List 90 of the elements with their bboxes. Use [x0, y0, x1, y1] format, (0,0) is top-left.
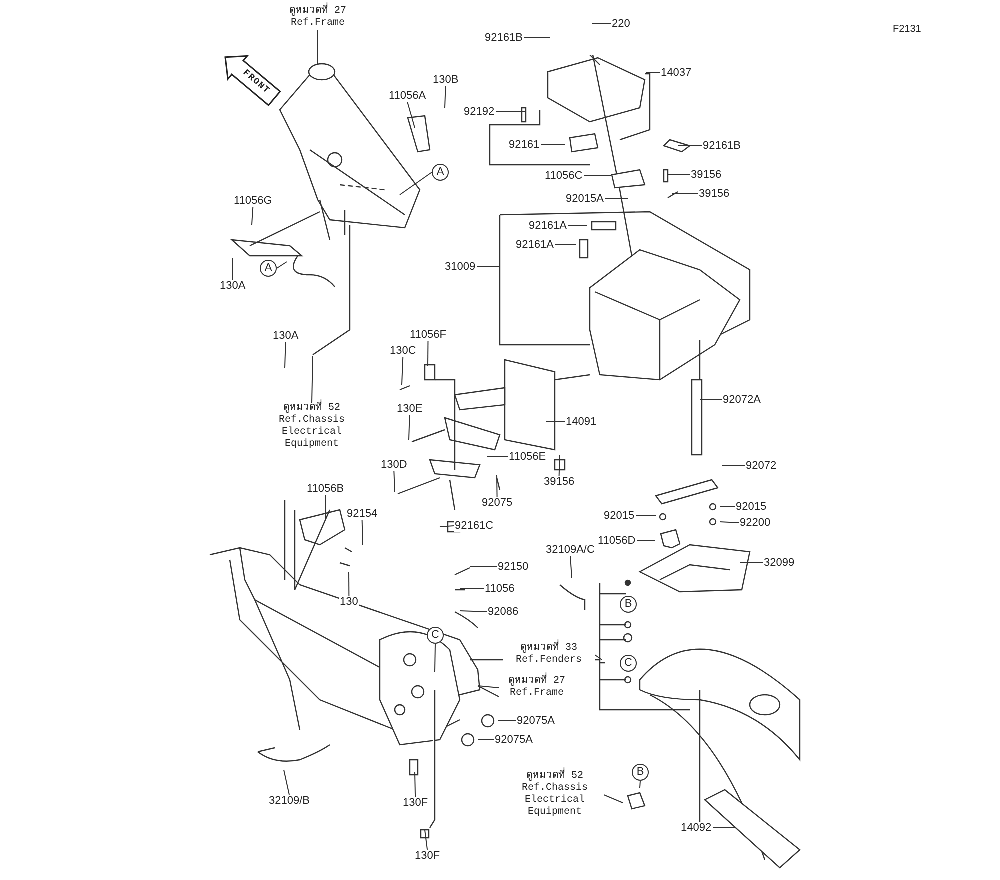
part-number: 130E [396, 403, 424, 415]
part-number: 92072 [745, 460, 778, 472]
part-number: 220 [611, 18, 632, 30]
leader-line [394, 470, 396, 492]
leader-line [646, 72, 660, 74]
part-number: 32109/B [268, 795, 311, 807]
part-number: 92161A [515, 239, 555, 251]
part-number: 92192 [463, 106, 496, 118]
part-number: 130F [414, 850, 442, 862]
part-number: 92154 [346, 508, 379, 520]
leader-line [402, 356, 404, 386]
leader-line [640, 780, 641, 788]
part-number: 130A [272, 330, 300, 342]
part-number: 130C [389, 345, 418, 357]
part-number: 11056C [544, 170, 584, 182]
figure-code: F2131 [893, 23, 922, 37]
leader-line [232, 258, 234, 280]
leader-line [740, 562, 764, 564]
leader-line [408, 414, 410, 440]
leader-line [470, 566, 498, 568]
leader-line [540, 144, 566, 146]
part-number: 14092 [680, 822, 713, 834]
leader-line [604, 198, 628, 200]
part-number: 11056B [306, 483, 346, 495]
leader-line [460, 610, 488, 612]
leader-line [558, 454, 560, 476]
leader-line [362, 520, 364, 546]
leader-line [276, 262, 288, 269]
leader-line [554, 244, 576, 246]
part-number: 92150 [497, 561, 530, 573]
leader-line [252, 206, 254, 226]
part-number: 92161 [508, 139, 541, 151]
leader-line [284, 342, 286, 368]
leader-line [478, 686, 500, 688]
part-number: 130D [380, 459, 408, 471]
leader-line [428, 340, 429, 366]
leader-line [476, 266, 500, 268]
part-number: 130F [402, 797, 430, 809]
leader-line [496, 474, 498, 498]
leader-line [498, 720, 516, 722]
leader-line [444, 86, 446, 108]
part-number: 92075 [481, 497, 514, 509]
leader-line [440, 526, 454, 528]
part-number: 11056G [233, 195, 274, 207]
part-number: 130B [432, 74, 460, 86]
part-number: 92161C [454, 520, 495, 532]
part-number: 14091 [565, 416, 598, 428]
leader-line [434, 644, 436, 672]
part-number: 92072A [722, 394, 762, 406]
leader-line [400, 172, 432, 196]
part-number: 11056D [597, 535, 637, 547]
leader-line [720, 522, 740, 524]
part-number: 92161A [528, 220, 568, 232]
leader-line [604, 794, 624, 804]
leader-line [594, 654, 602, 660]
leader-line [570, 556, 572, 578]
part-number: 39156 [690, 169, 723, 181]
part-number: 92015A [565, 193, 605, 205]
part-number: 11056 [484, 583, 516, 595]
part-number: 39156 [543, 476, 576, 488]
part-number: 92075A [494, 734, 534, 746]
part-number: 130A [219, 280, 247, 292]
part-number: 92086 [487, 606, 520, 618]
leader-line [424, 830, 428, 850]
part-number: 31009 [444, 261, 477, 273]
part-number: 92075A [516, 715, 556, 727]
part-number: 32099 [763, 557, 796, 569]
part-number: 11056F [409, 329, 448, 341]
leader-line [284, 770, 290, 796]
leader-line [414, 772, 416, 798]
part-number: 11056A [388, 90, 428, 102]
part-number: 11056E [508, 451, 548, 463]
leader-line [668, 174, 690, 176]
part-number: 39156 [698, 188, 731, 200]
leader-line [348, 572, 350, 596]
part-number: 92015 [603, 510, 636, 522]
leader-line [486, 456, 508, 458]
part-number: 92200 [739, 517, 772, 529]
part-number: 130 [339, 596, 360, 608]
part-number: 92015 [735, 501, 768, 513]
part-number: 32109A/C [545, 544, 596, 556]
leader-line [460, 588, 484, 590]
part-number: 14037 [660, 67, 693, 79]
leader-line [325, 494, 326, 520]
part-number: 92161B [702, 140, 742, 152]
part-number: 92161B [484, 32, 524, 44]
leader-line [312, 356, 314, 404]
leader-line [407, 102, 416, 128]
leader-line [636, 540, 656, 542]
leader-line [720, 506, 736, 508]
